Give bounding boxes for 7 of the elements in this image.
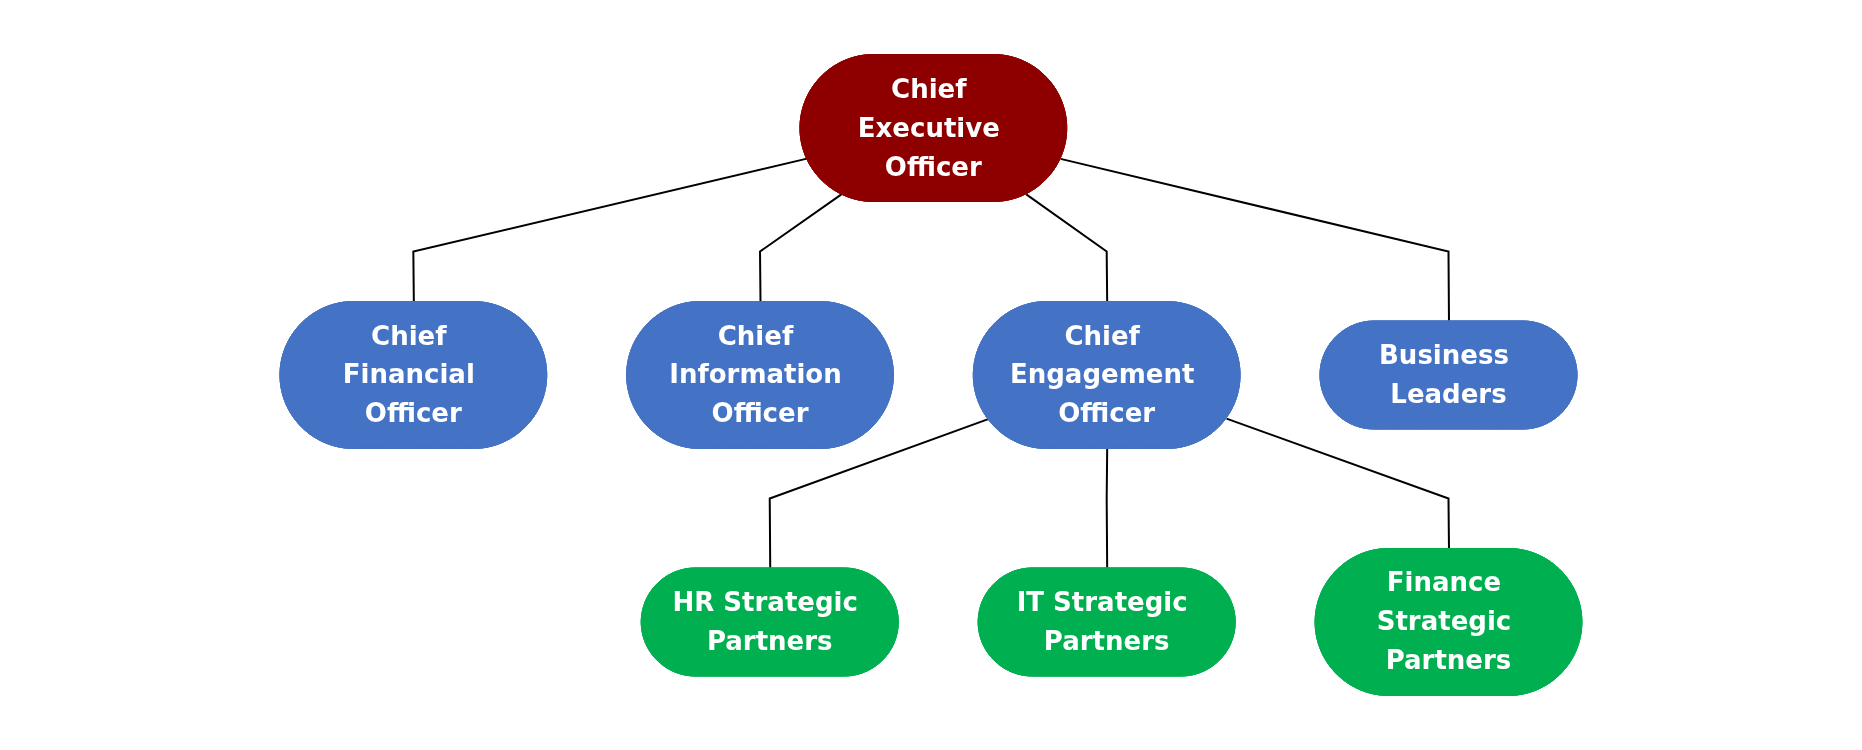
connector — [1059, 157, 1451, 323]
connector — [1105, 448, 1109, 570]
connector — [1225, 417, 1451, 550]
connector — [759, 193, 843, 303]
connector — [412, 157, 809, 303]
connector — [1025, 193, 1109, 303]
connector — [768, 418, 990, 570]
